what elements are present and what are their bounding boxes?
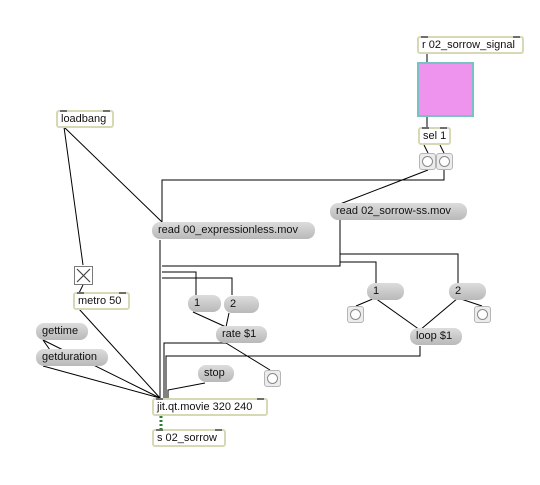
cable-sel-bang2 (439, 144, 445, 154)
cable-gettime-getdur (42, 339, 51, 351)
cable-loop-movie (165, 346, 421, 398)
cable-rate-movie (163, 342, 226, 398)
cable-loop1-loop (374, 297, 421, 331)
send-object[interactable]: s 02_sorrow (152, 429, 226, 447)
bang-button-2[interactable] (436, 153, 453, 170)
read-sorrow-message[interactable]: read 02_sorrow-ss.mov (330, 203, 467, 220)
cable-read-sorrow-right (339, 220, 459, 283)
cable-split-rate (162, 271, 197, 295)
cable-metro-movie (78, 308, 161, 399)
stop-message[interactable]: stop (198, 365, 234, 382)
cable-bang1-read-sorrow (339, 169, 429, 205)
toggle-x-icon (76, 268, 91, 283)
cable-bang2-read-expr (161, 170, 445, 222)
cable-toggle-metro (78, 284, 84, 294)
receive-signal-object[interactable]: r 02_sorrow_signal (417, 36, 524, 54)
rate-1-message[interactable]: 1 (188, 295, 221, 312)
cable-getdur-movie (42, 365, 161, 399)
cable-loadbang-toggle (63, 126, 84, 266)
loop-bang-button-left[interactable] (347, 306, 364, 323)
color-swatch[interactable] (417, 62, 474, 117)
read-expressionless-message[interactable]: read 00_expressionless.mov (152, 222, 315, 239)
cable-sel-bang1 (423, 144, 429, 154)
select-object[interactable]: sel 1 (418, 127, 451, 145)
cable-read-sorrow-mid (340, 261, 377, 283)
gettime-message[interactable]: gettime (36, 323, 88, 340)
cable-rate1-rate (192, 311, 227, 328)
getduration-message[interactable]: getduration (36, 349, 108, 366)
cable-rate2-rate (225, 312, 230, 328)
loop-1-message[interactable]: 1 (367, 283, 404, 300)
cable-split-rate2 (162, 277, 233, 295)
rate-2-message[interactable]: 2 (224, 296, 259, 313)
rate-message[interactable]: rate $1 (216, 326, 267, 343)
loadbang-object[interactable]: loadbang (56, 110, 114, 128)
cable-stop-movie (167, 382, 206, 398)
loop-message[interactable]: loop $1 (410, 328, 462, 345)
cable-loadbang-read-expr (63, 126, 163, 223)
metro-toggle[interactable] (74, 266, 93, 285)
loop-2-message[interactable]: 2 (449, 283, 486, 300)
cable-loop2-loop (419, 297, 459, 331)
jit-qt-movie-object[interactable]: jit.qt.movie 320 240 (152, 398, 268, 416)
rate-bang-button[interactable] (264, 370, 281, 387)
metro-object[interactable]: metro 50 (73, 292, 130, 310)
bang-button-1[interactable] (419, 153, 436, 170)
loop-bang-button-right[interactable] (474, 306, 491, 323)
